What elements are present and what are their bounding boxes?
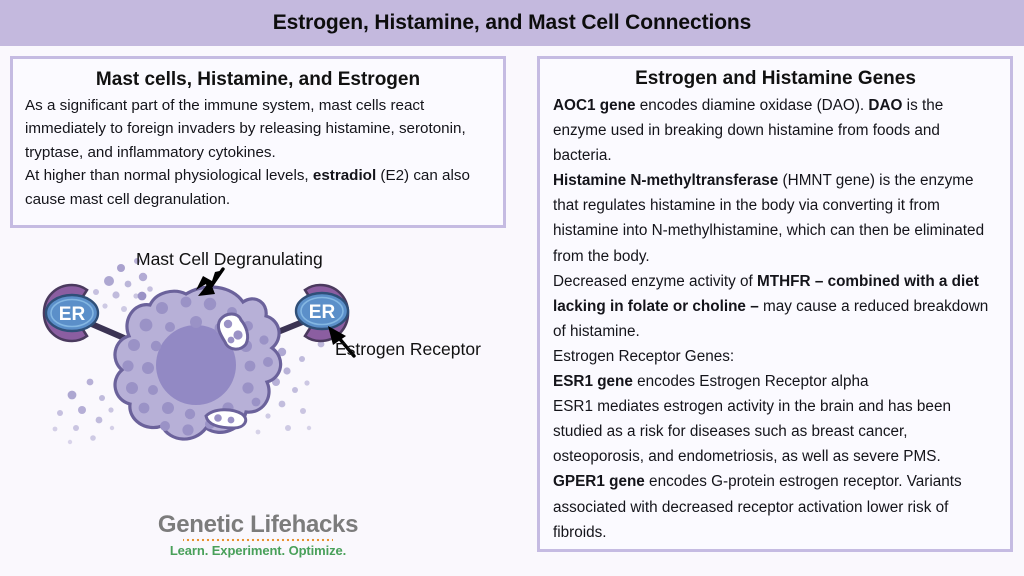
paragraph: At higher than normal physiological leve… <box>25 167 470 208</box>
estrogen-receptor-right: ER <box>294 283 350 343</box>
paragraph: ESR1 gene encodes Estrogen Receptor alph… <box>553 373 869 391</box>
genes-panel-title: Estrogen and Histamine Genes <box>635 68 916 89</box>
receptor-badge-left <box>44 293 100 333</box>
paragraph: GPER1 gene encodes G-protein estrogen re… <box>553 473 962 541</box>
brand-logo: Genetic Lifehacks Learn. Experiment. Opt… <box>152 511 364 559</box>
logo-divider <box>183 538 333 542</box>
receptor-badge-right-label: ER <box>309 302 336 323</box>
mast-cell-label: Mast Cell Degranulating <box>136 249 323 269</box>
mast-cell-illustration: ER ER <box>42 258 356 445</box>
receptor-badge-left-label: ER <box>59 304 86 325</box>
mast-cell-diagram: ER ER Mast Cell Degranulating Est <box>10 232 506 500</box>
mast-cell-nucleus <box>156 325 236 405</box>
mast-cells-panel-title: Mast cells, Histamine, and Estrogen <box>95 69 421 90</box>
mast-cell-arrow-icon <box>196 267 225 296</box>
page-title: Estrogen, Histamine, and Mast Cell Conne… <box>272 11 752 34</box>
header-bar: Estrogen, Histamine, and Mast Cell Conne… <box>0 0 1024 46</box>
paragraph: AOC1 gene encodes diamine oxidase (DAO).… <box>553 97 944 165</box>
paragraph: Decreased enzyme activity of MTHFR – com… <box>553 272 989 340</box>
genes-panel-body: AOC1 gene encodes diamine oxidase (DAO).… <box>553 93 998 545</box>
estrogen-receptor-label: Estrogen Receptor <box>335 339 481 359</box>
estrogen-receptor-left: ER <box>42 283 100 343</box>
paragraph: Estrogen Receptor Genes: <box>553 347 735 365</box>
estrogen-receptor-arrow-icon <box>328 326 356 358</box>
genes-panel: Estrogen and Histamine Genes AOC1 gene e… <box>537 56 1013 552</box>
brand-tagline: Learn. Experiment. Optimize. <box>169 543 347 558</box>
paragraph: ESR1 mediates estrogen activity in the b… <box>553 398 951 466</box>
paragraph: Histamine N-methyltransferase (HMNT gene… <box>553 172 985 265</box>
receptor-badge-right <box>294 291 350 331</box>
mast-cells-panel-body: As a significant part of the immune syst… <box>25 94 491 211</box>
mast-cells-panel: Mast cells, Histamine, and Estrogen As a… <box>10 56 506 228</box>
mast-cell-vacuoles <box>204 312 250 430</box>
brand-name: Genetic Lifehacks <box>157 511 359 538</box>
paragraph: As a significant part of the immune syst… <box>25 97 466 161</box>
